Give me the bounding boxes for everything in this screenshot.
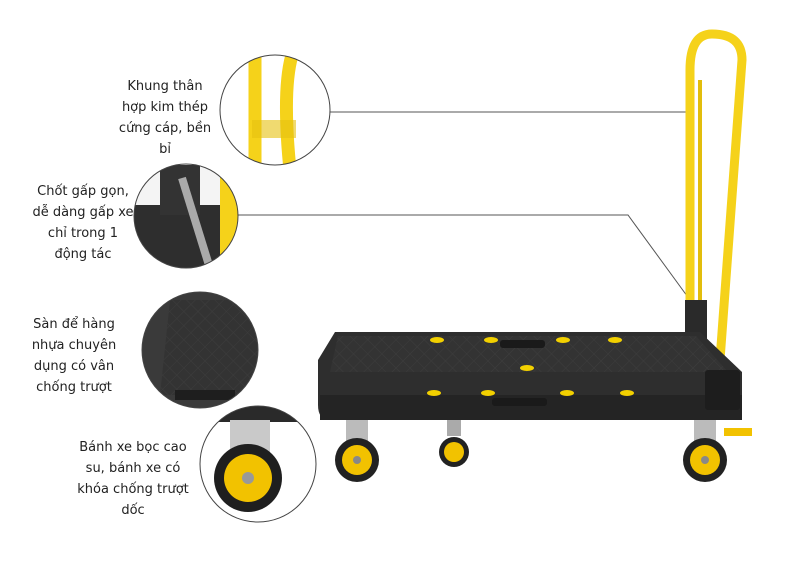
label-line: chống trượt: [36, 380, 112, 395]
callout-lines: [238, 111, 691, 301]
wheel-rear-left: [683, 420, 752, 482]
feature-label-latch: Chốt gấp gọn, dễ dàng gấp xe chỉ trong 1…: [22, 181, 144, 265]
label-line: động tác: [54, 247, 112, 262]
detail-deck: [142, 292, 258, 408]
label-line: bỉ: [159, 142, 171, 157]
callout-line-latch: [238, 214, 691, 301]
label-line: dễ dàng gấp xe: [32, 205, 134, 220]
folding-latch: [685, 300, 707, 340]
wheels: [335, 420, 752, 482]
deck: [318, 332, 742, 420]
wheel-front-left: [335, 420, 379, 482]
label-line: dụng có vân: [33, 359, 115, 374]
wheel-front-right: [439, 420, 469, 467]
feature-label-frame: Khung thân hợp kim thép cứng cáp, bền bỉ: [100, 76, 230, 160]
detail-wheel: [200, 406, 316, 522]
detail-latch: [134, 164, 238, 268]
label-line: khóa chống trượt: [77, 482, 189, 497]
label-line: nhựa chuyên: [31, 338, 117, 353]
label-line: chỉ trong 1: [47, 226, 119, 241]
label-line: Chốt gấp gọn,: [37, 184, 129, 199]
label-line: Sàn để hàng: [33, 317, 115, 332]
label-line: dốc: [121, 503, 145, 518]
feature-label-deck: Sàn để hàng nhựa chuyên dụng có vân chốn…: [18, 314, 130, 398]
detail-frame: [220, 55, 330, 165]
feature-label-wheel: Bánh xe bọc cao su, bánh xe có khóa chốn…: [68, 437, 198, 521]
label-line: Khung thân: [127, 79, 203, 94]
label-line: Bánh xe bọc cao: [79, 440, 187, 455]
deck-dots: [427, 337, 634, 396]
label-line: cứng cáp, bền: [118, 121, 212, 136]
label-line: su, bánh xe có: [85, 461, 181, 476]
label-line: hợp kim thép: [121, 100, 209, 115]
